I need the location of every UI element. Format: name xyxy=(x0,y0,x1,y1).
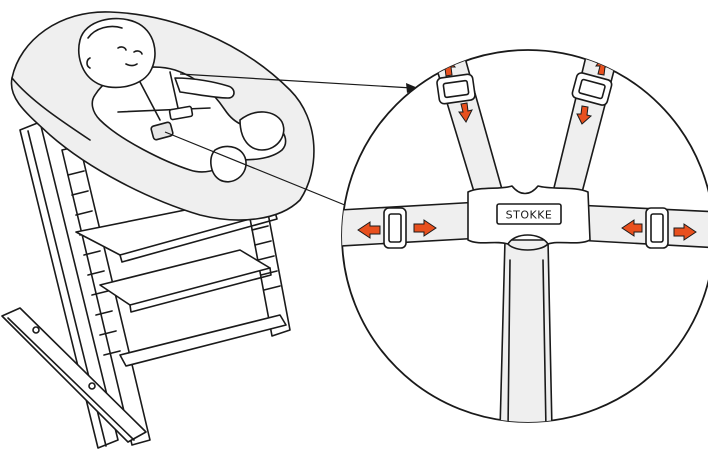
strap-adjuster-icon xyxy=(646,208,668,248)
strap-adjuster-icon xyxy=(384,208,406,248)
chair-stretcher xyxy=(120,315,286,366)
harness-detail-callout: STOKKE xyxy=(340,40,708,430)
strap-adjuster-icon xyxy=(436,74,475,105)
baby-leg-left xyxy=(211,146,246,181)
brand-label: STOKKE xyxy=(506,209,553,222)
baby-head xyxy=(79,19,155,88)
chair-foot-plate xyxy=(100,250,270,305)
strap-waist-left xyxy=(340,202,482,246)
